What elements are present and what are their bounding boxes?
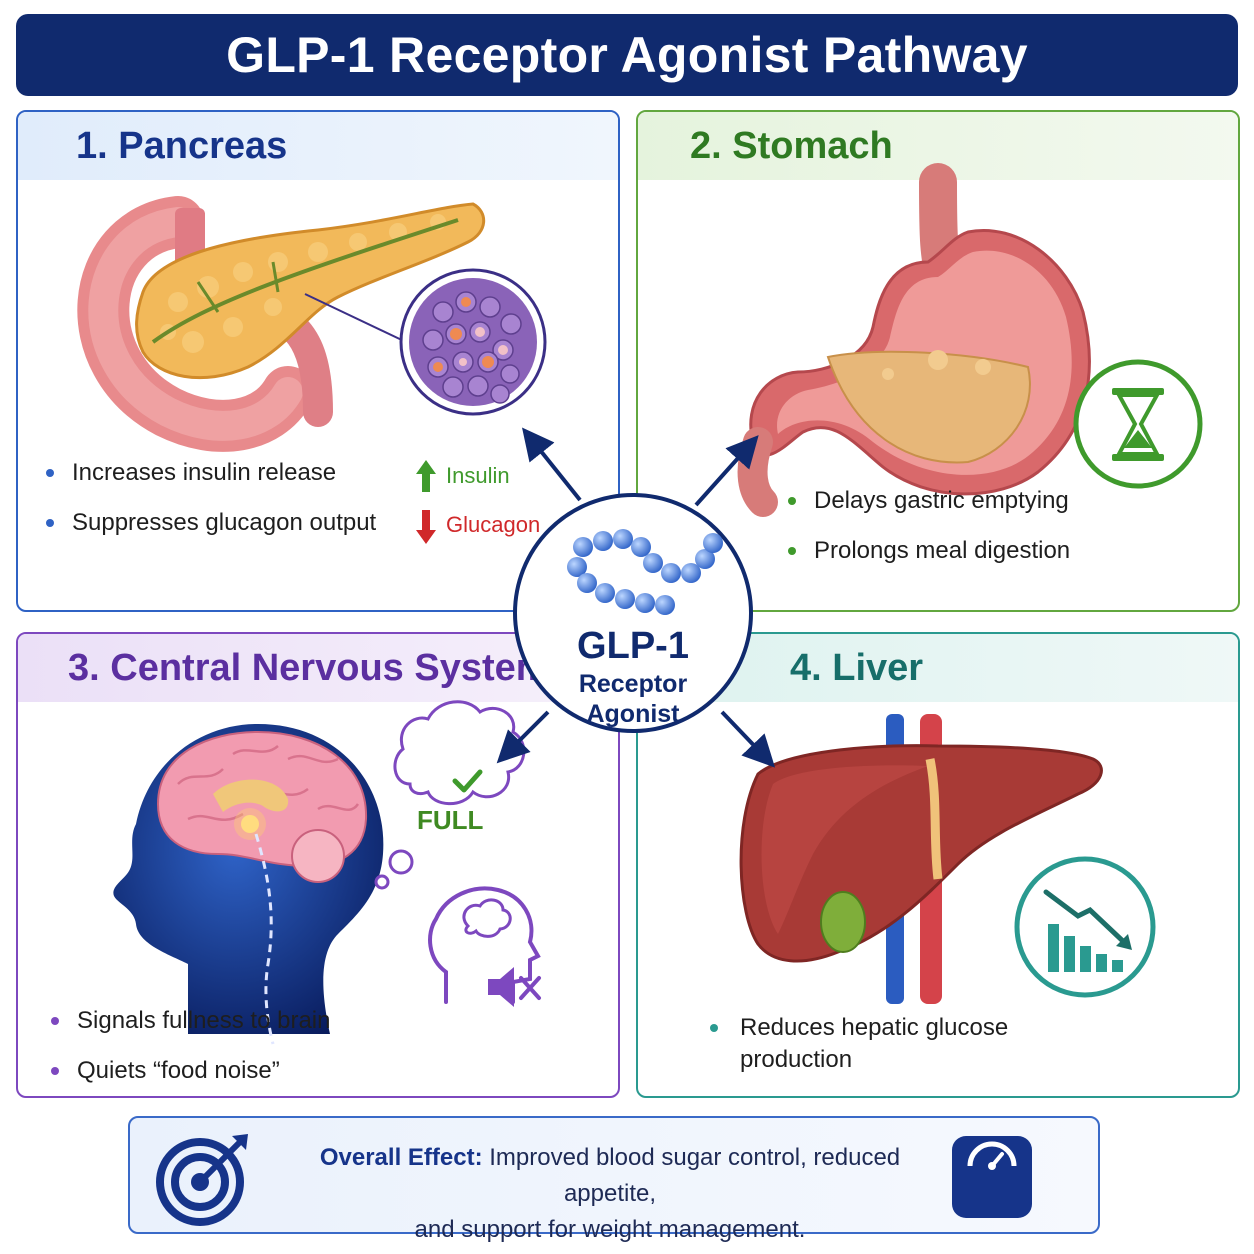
down-arrow-icon [416, 510, 436, 544]
overall-effect-box: Overall Effect: Improved blood sugar con… [128, 1116, 1100, 1243]
insulin-label: Insulin [446, 463, 510, 488]
panel-title-pancreas: 1. Pancreas [18, 112, 618, 180]
overall-effect-text: Overall Effect: Improved blood sugar con… [280, 1140, 940, 1248]
pancreas-bullets: Increases insulin release Suppresses glu… [46, 458, 376, 558]
list-item: Increases insulin release [46, 458, 376, 488]
center-title: GLP-1 [577, 625, 689, 667]
hourglass-icon [1073, 359, 1203, 489]
peptide-chain-icon [567, 529, 723, 615]
overall-effect-line2: and support for weight management. [414, 1216, 806, 1243]
cns-bullets: Signals fullness to brain Quiets “food n… [51, 1006, 330, 1096]
list-item: Delays gastric emptying [788, 486, 1070, 516]
head-mind-icon [428, 886, 541, 1004]
page-title: GLP-1 Receptor Agonist Pathway [226, 27, 1028, 83]
center-line-receptor: Receptor [578, 670, 688, 698]
panel-cns: 3. Central Nervous System [16, 632, 620, 1098]
center-line-agonist: Agonist [586, 700, 680, 728]
glucagon-label: Glucagon [446, 512, 541, 537]
stomach-illustration [737, 163, 1203, 517]
center-subtitle: Receptor Agonist [517, 669, 749, 729]
list-item: Prolongs meal digestion [788, 536, 1070, 566]
decline-chart-icon [1014, 856, 1156, 998]
panel-pancreas: 1. Pancreas [16, 110, 620, 612]
up-arrow-icon [416, 460, 436, 492]
overall-effect-line1: Improved blood sugar control, reduced ap… [489, 1144, 901, 1207]
liver-bullets: Reduces hepatic glucose production [710, 1012, 1030, 1076]
stomach-bullets: Delays gastric emptying Prolongs meal di… [788, 486, 1070, 586]
pancreas-illustration [77, 196, 547, 544]
full-label: FULL [417, 805, 484, 835]
target-icon [156, 1134, 248, 1226]
overall-effect-label: Overall Effect: [319, 1144, 483, 1171]
list-item: Signals fullness to brain [51, 1006, 330, 1036]
mute-speaker-icon [488, 967, 541, 1007]
liver-illustration [739, 714, 1156, 1004]
center-node: GLP-1 Receptor Agonist [513, 493, 753, 733]
thought-bubble-icon [374, 700, 526, 890]
brain-illustration [113, 700, 541, 1045]
panel-stomach: 2. Stomach Delays gastric emptying Prolo… [636, 110, 1240, 612]
title-bar: GLP-1 Receptor Agonist Pathway [16, 14, 1238, 96]
weight-scale-icon [952, 1136, 1032, 1218]
list-item: Quiets “food noise” [51, 1056, 330, 1086]
list-item: Suppresses glucagon output [46, 508, 376, 538]
list-item: Reduces hepatic glucose production [710, 1012, 1030, 1076]
